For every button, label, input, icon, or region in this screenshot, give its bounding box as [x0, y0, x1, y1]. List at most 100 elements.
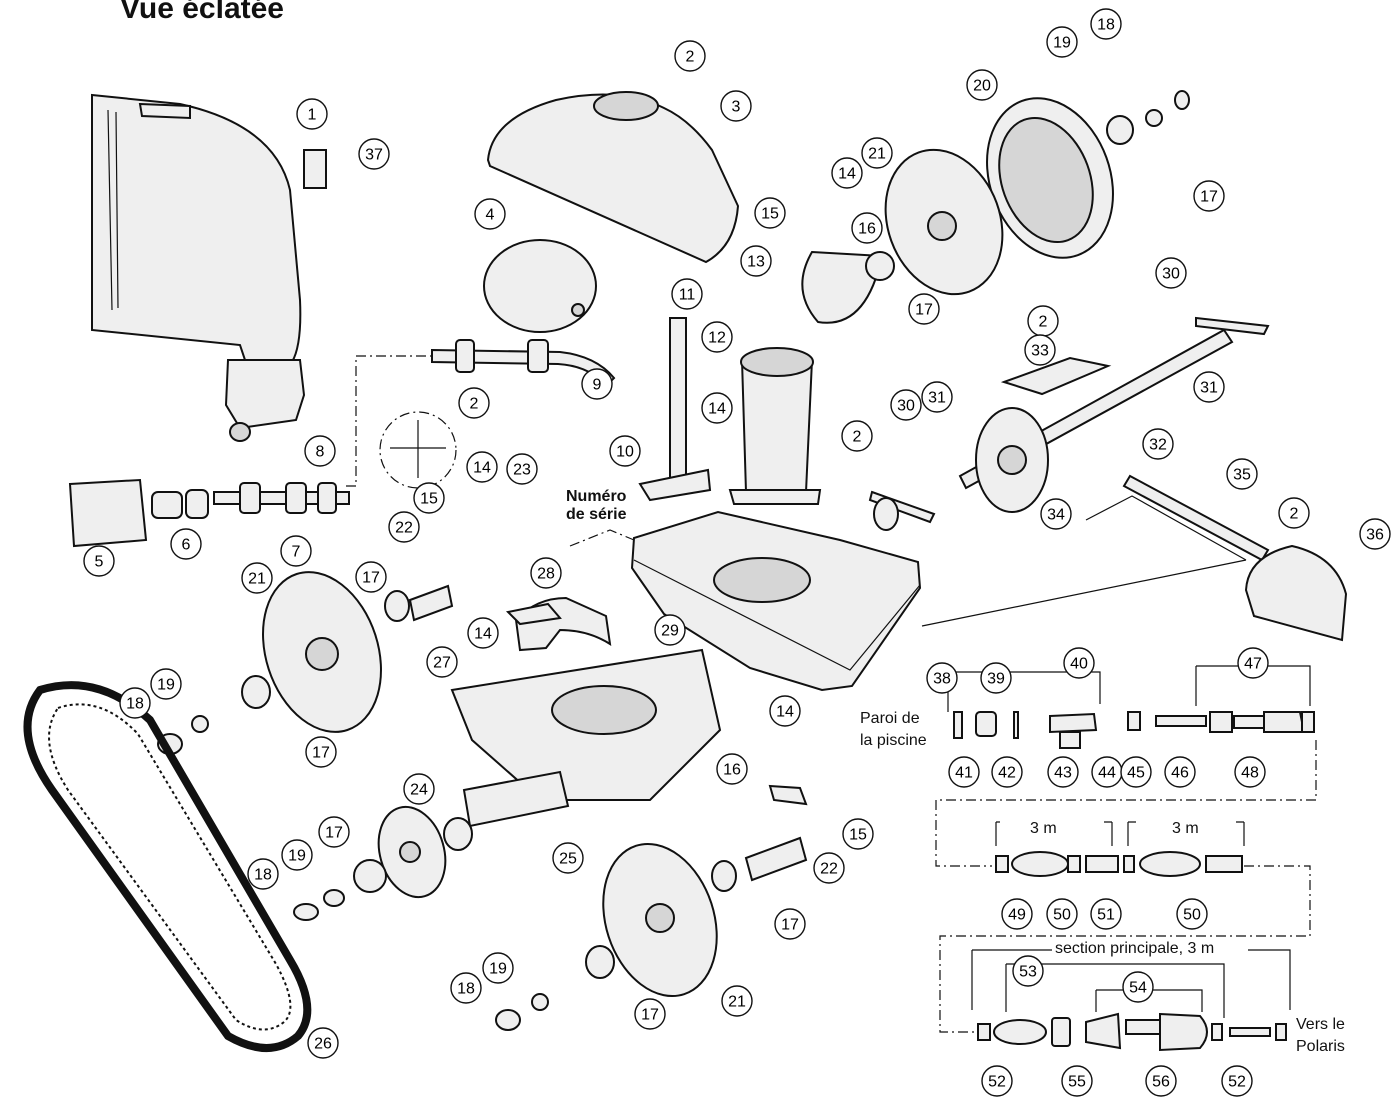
part-callout-14: 14 — [769, 695, 801, 727]
part-callout-10: 10 — [609, 435, 641, 467]
part-callout-28: 28 — [530, 557, 562, 589]
part-callout-2: 2 — [1027, 305, 1059, 337]
part-callout-11: 11 — [671, 278, 703, 310]
part-callout-52: 52 — [981, 1065, 1013, 1097]
part-callout-number: 25 — [559, 851, 577, 868]
part-callout-14: 14 — [467, 617, 499, 649]
part-callout-3: 3 — [720, 90, 752, 122]
bracket-part-30 — [868, 316, 1270, 531]
part-callout-number: 7 — [292, 544, 301, 561]
part-callout-55: 55 — [1061, 1065, 1093, 1097]
part-callout-number: 4 — [486, 207, 495, 224]
part-callout-45: 45 — [1120, 756, 1152, 788]
part-callout-49: 49 — [1001, 898, 1033, 930]
part-callout-number: 52 — [988, 1074, 1006, 1091]
part-callout-2: 2 — [841, 420, 873, 452]
part-callout-number: 17 — [915, 302, 933, 319]
part-callout-number: 41 — [955, 765, 973, 782]
part-callout-46: 46 — [1164, 756, 1196, 788]
part-callout-19: 19 — [281, 839, 313, 871]
length-label-a: 3 m — [1030, 820, 1057, 837]
part-callout-number: 38 — [933, 671, 951, 688]
part-callout-40: 40 — [1063, 647, 1095, 679]
part-callout-number: 2 — [1039, 314, 1048, 331]
gear-wheel-part — [293, 805, 473, 921]
part-callout-number: 17 — [781, 917, 799, 934]
part-callout-5: 5 — [83, 545, 115, 577]
part-callout-number: 14 — [474, 626, 492, 643]
part-callout-26: 26 — [307, 1027, 339, 1059]
part-callout-number: 35 — [1233, 467, 1251, 484]
part-callout-number: 33 — [1031, 343, 1049, 360]
part-callout-number: 28 — [537, 566, 555, 583]
page-title: Vue éclatée — [120, 0, 284, 25]
part-callout-number: 18 — [457, 981, 475, 998]
part-callout-number: 20 — [973, 78, 991, 95]
wall-label-line1: Paroi de — [860, 710, 920, 727]
part-callout-number: 17 — [312, 745, 330, 762]
part-callout-number: 21 — [728, 994, 746, 1011]
part-callout-19: 19 — [150, 668, 182, 700]
part-callout-number: 17 — [1200, 189, 1218, 206]
serial-label-line1: Numéro — [566, 488, 627, 505]
part-callout-number: 26 — [314, 1036, 332, 1053]
hose-assembly-part — [213, 339, 616, 514]
part-callout-48: 48 — [1234, 756, 1266, 788]
part-callout-25: 25 — [552, 842, 584, 874]
part-callout-22: 22 — [813, 852, 845, 884]
part-callout-19: 19 — [482, 952, 514, 984]
part-callout-number: 34 — [1047, 507, 1065, 524]
part-callout-54: 54 — [1122, 971, 1154, 1003]
part-callout-number: 54 — [1129, 980, 1147, 997]
part-callout-19: 19 — [1046, 26, 1078, 58]
part-callout-50: 50 — [1046, 898, 1078, 930]
part-callout-2: 2 — [1278, 497, 1310, 529]
part-callout-number: 14 — [838, 166, 856, 183]
part-callout-21: 21 — [241, 562, 273, 594]
bearing-part-left — [157, 584, 454, 755]
part-callout-17: 17 — [318, 816, 350, 848]
part-callout-17: 17 — [305, 736, 337, 768]
part-callout-number: 17 — [325, 825, 343, 842]
tire-part — [986, 97, 1114, 259]
part-callout-21: 21 — [721, 985, 753, 1017]
part-callout-18: 18 — [247, 858, 279, 890]
part-callout-number: 8 — [316, 444, 325, 461]
part-callout-38: 38 — [926, 662, 958, 694]
part-callout-number: 5 — [95, 554, 104, 571]
part-callout-number: 31 — [1200, 380, 1218, 397]
float-part — [483, 239, 597, 333]
part-callout-number: 50 — [1183, 907, 1201, 924]
bracket-part-16-lower — [768, 784, 808, 806]
part-callout-number: 10 — [616, 444, 634, 461]
part-callout-number: 47 — [1244, 656, 1262, 673]
part-callout-number: 48 — [1241, 765, 1259, 782]
part-callout-17: 17 — [355, 561, 387, 593]
part-callout-number: 46 — [1171, 765, 1189, 782]
part-callout-47: 47 — [1237, 647, 1269, 679]
part-callout-20: 20 — [966, 69, 998, 101]
part-callout-number: 3 — [732, 99, 741, 116]
to-polaris-label: Vers le Polaris — [1296, 1014, 1345, 1058]
hose-section-row3 — [977, 1012, 1287, 1052]
part-callout-number: 49 — [1008, 907, 1026, 924]
part-callout-number: 24 — [410, 782, 428, 799]
part-callout-15: 15 — [413, 482, 445, 514]
bearing-part-upper — [865, 90, 1190, 281]
part-callout-number: 39 — [987, 671, 1005, 688]
part-callout-number: 23 — [513, 462, 531, 479]
filter-bag-part — [91, 93, 306, 442]
part-callout-17: 17 — [908, 293, 940, 325]
part-callout-number: 2 — [1290, 506, 1299, 523]
part-callout-34: 34 — [1040, 498, 1072, 530]
part-callout-53: 53 — [1012, 955, 1044, 987]
throat-tower-part — [728, 347, 822, 505]
part-callout-number: 2 — [686, 49, 695, 66]
part-callout-4: 4 — [474, 198, 506, 230]
part-callout-17: 17 — [774, 908, 806, 940]
part-callout-number: 14 — [708, 401, 726, 418]
part-callout-33: 33 — [1024, 334, 1056, 366]
part-callout-number: 11 — [679, 287, 696, 304]
part-callout-number: 18 — [126, 696, 144, 713]
